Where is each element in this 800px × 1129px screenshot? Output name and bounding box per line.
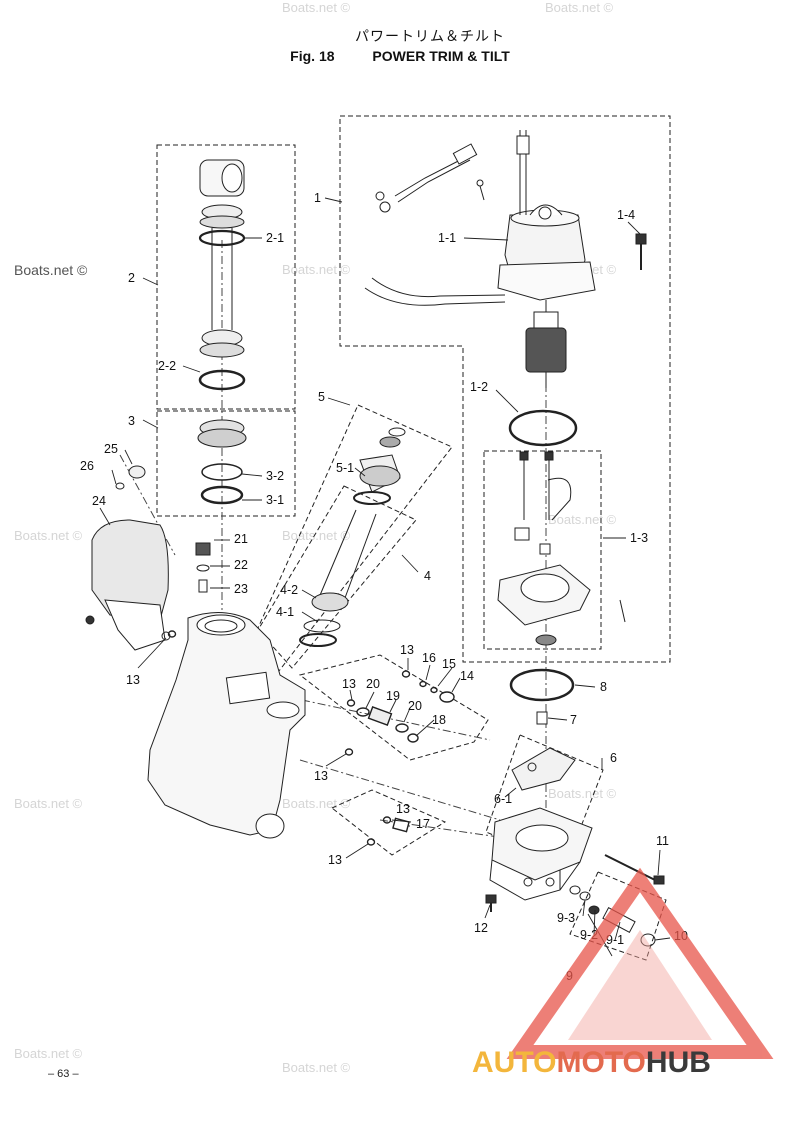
callout-14: 14 <box>460 669 474 683</box>
callout-8: 8 <box>600 680 607 694</box>
callout-5: 5 <box>318 390 325 404</box>
callout-13: 13 <box>396 802 410 816</box>
callout-6-1: 6-1 <box>494 792 512 806</box>
group-boxes <box>156 115 671 961</box>
callout-1-1: 1-1 <box>438 231 456 245</box>
watermark: Boats.net © <box>548 512 617 527</box>
group-box-4-lower <box>257 485 417 669</box>
callout-13: 13 <box>328 853 342 867</box>
cylinder-body <box>147 611 306 839</box>
callout-17: 17 <box>416 817 430 831</box>
callout-19: 19 <box>386 689 400 703</box>
callout-22: 22 <box>234 558 248 572</box>
callout-26: 26 <box>80 459 94 473</box>
tilt-cylinder-rod <box>198 159 246 391</box>
automotohub-logo: AUTOMOTOHUB <box>472 1046 711 1080</box>
watermark: Boats.net © <box>282 262 351 277</box>
callout-24: 24 <box>92 494 106 508</box>
callout-1-4: 1-4 <box>617 208 635 222</box>
callout-6: 6 <box>610 751 617 765</box>
figure-number: Fig. 18 <box>290 48 335 64</box>
callout-4: 4 <box>424 569 431 583</box>
callout-1-2: 1-2 <box>470 380 488 394</box>
callout-3: 3 <box>128 414 135 428</box>
group-box-2 <box>156 144 296 410</box>
callout-1-3: 1-3 <box>630 531 648 545</box>
piston-3 <box>197 419 247 505</box>
watermark: Boats.net © <box>282 0 351 15</box>
logo-part-moto: MOTO <box>556 1046 646 1079</box>
group-box-4-upper <box>257 404 453 682</box>
small-fittings <box>167 630 455 846</box>
callout-18: 18 <box>432 713 446 727</box>
callout-25: 25 <box>104 442 118 456</box>
callout-16: 16 <box>422 651 436 665</box>
part-26 <box>115 482 125 490</box>
leader-lines <box>99 197 671 957</box>
callout-7: 7 <box>570 713 577 727</box>
callout-5-1: 5-1 <box>336 461 354 475</box>
logo-part-auto: AUTO <box>472 1046 557 1079</box>
callout-20: 20 <box>408 699 422 713</box>
watermark: Boats.net © <box>548 786 617 801</box>
group-box-1-3 <box>483 450 602 650</box>
brush-holder-assembly <box>497 451 626 646</box>
watermark: Boats.net © <box>14 796 83 811</box>
callout-9-3: 9-3 <box>557 911 575 925</box>
watermark: Boats.net © <box>545 0 614 15</box>
callout-3-2: 3-2 <box>266 469 284 483</box>
bolt-1-4 <box>635 233 647 270</box>
o-ring-8 <box>509 668 575 702</box>
callout-4-2: 4-2 <box>280 583 298 597</box>
header: パワートリム＆チルト Fig. 18 POWER TRIM & TILT <box>0 26 800 64</box>
bolt-12 <box>485 894 497 904</box>
armature <box>525 300 567 388</box>
callout-2-1: 2-1 <box>266 231 284 245</box>
page-number: – 63 – <box>48 1068 79 1080</box>
callout-21: 21 <box>234 532 248 546</box>
watermark: Boats.net © <box>14 1046 83 1061</box>
o-ring-1-2 <box>508 409 578 447</box>
figure-title: POWER TRIM & TILT <box>372 48 510 64</box>
group-box-3 <box>156 410 296 517</box>
callout-20: 20 <box>366 677 380 691</box>
callout-15: 15 <box>442 657 456 671</box>
callout-4-1: 4-1 <box>276 605 294 619</box>
group-box-1 <box>339 115 671 663</box>
trim-cylinder <box>299 427 406 647</box>
watermark: Boats.net © <box>14 528 83 543</box>
callout-12: 12 <box>474 921 488 935</box>
callout-13: 13 <box>314 769 328 783</box>
fittings-21-23 <box>195 542 211 593</box>
valve-7 <box>536 711 548 725</box>
callout-3-1: 3-1 <box>266 493 284 507</box>
callout-2-2: 2-2 <box>158 359 176 373</box>
callout-1: 1 <box>314 191 321 205</box>
callout-13: 13 <box>400 643 414 657</box>
anode-24 <box>85 519 169 651</box>
watermark: Boats.net © <box>282 1060 351 1075</box>
plate-6-1 <box>511 747 576 791</box>
part-25 <box>128 465 146 479</box>
callout-13: 13 <box>342 677 356 691</box>
callout-13: 13 <box>126 673 140 687</box>
bolt-11 <box>604 854 656 881</box>
callout-2: 2 <box>128 271 135 285</box>
callout-11: 11 <box>656 834 669 848</box>
callout-labels: 1 1-1 1-2 1-3 1-4 2 2-1 2-2 3 3-1 3-2 4 … <box>80 191 688 983</box>
group-box-13-upper <box>298 654 489 761</box>
title-japanese: パワートリム＆チルト <box>355 29 505 45</box>
pump-housing <box>489 807 593 901</box>
watermark: Boats.net © <box>14 262 88 278</box>
callout-23: 23 <box>234 582 248 596</box>
watermark: Boats.net © <box>282 528 351 543</box>
logo-part-hub: HUB <box>645 1046 711 1079</box>
automotohub-logo-triangle <box>506 867 774 1059</box>
motor-assembly <box>364 130 596 306</box>
callout-9-1: 9-1 <box>606 933 624 947</box>
figure-title-row: Fig. 18 POWER TRIM & TILT <box>0 48 800 64</box>
